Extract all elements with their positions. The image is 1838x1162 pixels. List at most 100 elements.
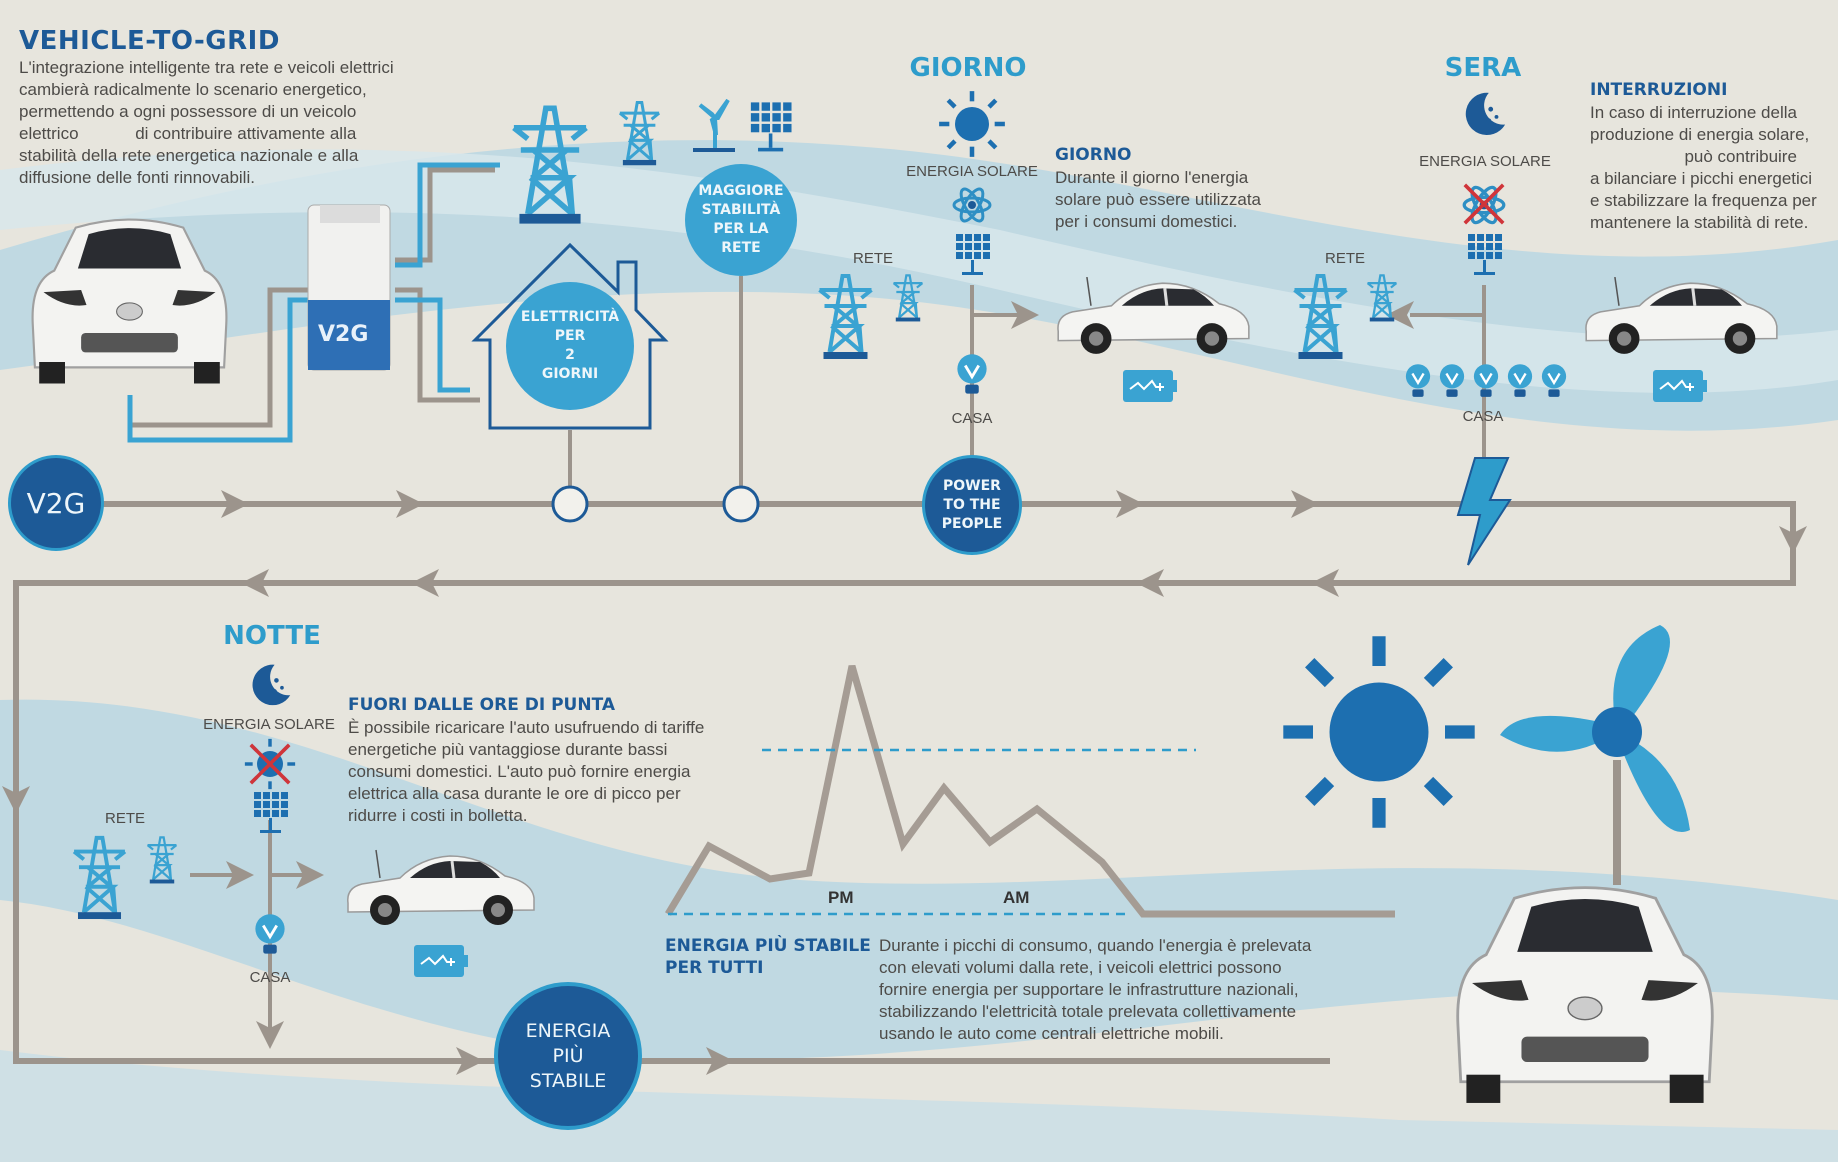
flow-arrow-icon [456, 1047, 484, 1075]
interruzioni-heading: INTERRUZIONI [1590, 80, 1728, 100]
giorno-battery-icon [1122, 369, 1178, 403]
fuori-punta-text-line: energetiche più vantaggiose durante bass… [348, 740, 668, 759]
sera-heading: SERA [1444, 53, 1522, 83]
flow-arrow-icon [1011, 301, 1039, 329]
end-circle-line: PIÙ [552, 1044, 584, 1067]
flow-arrow-icon [296, 861, 324, 889]
giorno-sun-icon [939, 91, 1005, 157]
interruzioni-text-line: a bilanciare i picchi energetici [1590, 169, 1813, 188]
charger-label: V2G [318, 322, 369, 347]
stability-circle-line: MAGGIORE [698, 183, 784, 199]
flow-arrow-icon [1311, 569, 1339, 597]
notte-grid-label: RETE [104, 810, 146, 827]
giorno-text-line: per i consumi domestici. [1055, 212, 1238, 231]
giorno-text-line: Durante il giorno l'energia [1055, 168, 1249, 187]
sera-grid-label: RETE [1324, 250, 1366, 267]
giorno-text-line: solare può essere utilizzata [1055, 190, 1262, 209]
v2g-start-circle: V2G [8, 455, 104, 551]
flow-arrow-icon [2, 786, 30, 814]
flow-arrow-icon [241, 569, 269, 597]
sera-battery-icon [1652, 369, 1708, 403]
sera-energy-label: ENERGIA SOLARE [1419, 153, 1551, 170]
notte-energy-label: ENERGIA SOLARE [203, 716, 335, 733]
wave-band-top-light [0, 149, 1838, 393]
fuori-punta-text-line: ridurre i costi in bolletta. [348, 806, 528, 825]
stabile-heading: ENERGIA PIÙ STABILE PER TUTTI [665, 935, 871, 979]
flow-arrow-icon [411, 569, 439, 597]
flow-arrow-icon [226, 861, 254, 889]
flow-arrows [2, 301, 1807, 1075]
giorno-heading: GIORNO [909, 53, 1027, 83]
fuori-punta-text: È possibile ricaricare l'auto usufruendo… [348, 717, 704, 827]
sera-moon-icon [1465, 92, 1506, 136]
stabile-text-line: fornire energia per supportare le infras… [879, 980, 1299, 999]
house-circle-line: PER [554, 328, 586, 344]
flow-arrow-icon [706, 1047, 734, 1075]
graph-pm-label: PM [828, 888, 854, 907]
house-node [551, 485, 589, 523]
stabile-text-line: usando le auto come centrali elettriche … [879, 1024, 1224, 1043]
intro-line: L'integrazione intelligente tra rete e v… [19, 58, 394, 77]
notte-moon-icon [252, 664, 291, 706]
power-to-the-people-circle: POWER TO THE PEOPLE [922, 455, 1022, 555]
fuori-punta-text-line: consumi domestici. L'auto può fornire en… [348, 762, 691, 781]
giorno-bulb-icon [955, 352, 989, 396]
lightning-icon [1456, 457, 1512, 566]
stability-circle-line: STABILITÀ [701, 202, 781, 218]
interruzioni-text-line: e stabilizzare la frequenza per [1590, 191, 1817, 210]
interruzioni-text-line: In caso di interruzione della [1590, 103, 1797, 122]
flow-arrow-icon [221, 490, 249, 518]
giorno-home-label: CASA [951, 410, 993, 427]
flow-arrow-icon [1386, 301, 1414, 329]
interruzioni-text-line: può contribuire [1590, 147, 1797, 166]
energia-stabile-circle: ENERGIA PIÙ STABILE [494, 982, 642, 1130]
flow-arrow-icon [396, 490, 424, 518]
intro-line: diffusione delle fonti rinnovabili. [19, 168, 255, 187]
house-circle: ELETTRICITÀ PER 2 GIORNI [506, 282, 634, 410]
intro-text: L'integrazione intelligente tra rete e v… [19, 57, 394, 189]
fuori-punta-text-line: elettrica alla casa durante le ore di pi… [348, 784, 681, 803]
stability-circle-line: RETE [721, 240, 761, 256]
giorno-energy-label: ENERGIA SOLARE [906, 163, 1038, 180]
timeline-main [13, 501, 1796, 1064]
v2g-charger [307, 204, 391, 371]
stabile-heading-line: ENERGIA PIÙ STABILE [665, 936, 871, 956]
stabile-text-line: stabilizzando l'elettricità totale prele… [879, 1002, 1297, 1021]
notte-battery-icon [413, 944, 469, 978]
fuori-punta-text-line: È possibile ricaricare l'auto usufruendo… [348, 718, 705, 737]
power-circle-line: PEOPLE [941, 515, 1003, 532]
flow-arrow-icon [256, 1021, 284, 1049]
power-circle-line: POWER [943, 477, 1001, 494]
giorno-tower-icon [820, 276, 872, 359]
stabile-text: Durante i picchi di consumo, quando l'en… [879, 935, 1311, 1045]
stability-circle: MAGGIORE STABILITÀ PER LA RETE [685, 164, 797, 276]
charger-cables-blue [127, 162, 500, 443]
end-circle-line: ENERGIA [525, 1019, 611, 1042]
flow-arrow-icon [1291, 490, 1319, 518]
giorno-subheading: GIORNO [1055, 145, 1132, 165]
intro-line: cambierà radicalmente lo scenario energe… [19, 80, 367, 99]
intro-line: stabilità della rete energetica nazional… [19, 146, 359, 165]
house-circle-line: ELETTRICITÀ [520, 309, 620, 325]
stability-circle-line: PER LA [713, 221, 769, 237]
end-circle-line: STABILE [529, 1069, 607, 1092]
interruzioni-text: In caso di interruzione della produzione… [1590, 102, 1817, 234]
giorno-text: Durante il giorno l'energia solare può e… [1055, 167, 1261, 233]
house-circle-line: GIORNI [541, 366, 599, 382]
stabile-heading-line: PER TUTTI [665, 958, 764, 978]
wave-band-bottom-light [0, 1050, 1838, 1162]
sera-home-label: CASA [1462, 408, 1504, 425]
power-circle-line: TO THE [943, 496, 1001, 513]
flow-arrow-icon [1116, 490, 1144, 518]
house-circle-line: 2 [565, 347, 575, 363]
flow-arrow-icon [1136, 569, 1164, 597]
fuori-punta-heading: FUORI DALLE ORE DI PUNTA [348, 695, 616, 715]
wind-turbine-icon [1500, 625, 1690, 833]
stability-node [722, 485, 760, 523]
stabile-text-line: con elevati volumi dalla rete, i veicoli… [879, 958, 1282, 977]
flow-arrow-icon [1779, 526, 1807, 554]
giorno-grid-label: RETE [852, 250, 894, 267]
interruzioni-text-line: produzione di energia solare, [1590, 125, 1810, 144]
v2g-start-label: V2G [26, 486, 86, 520]
